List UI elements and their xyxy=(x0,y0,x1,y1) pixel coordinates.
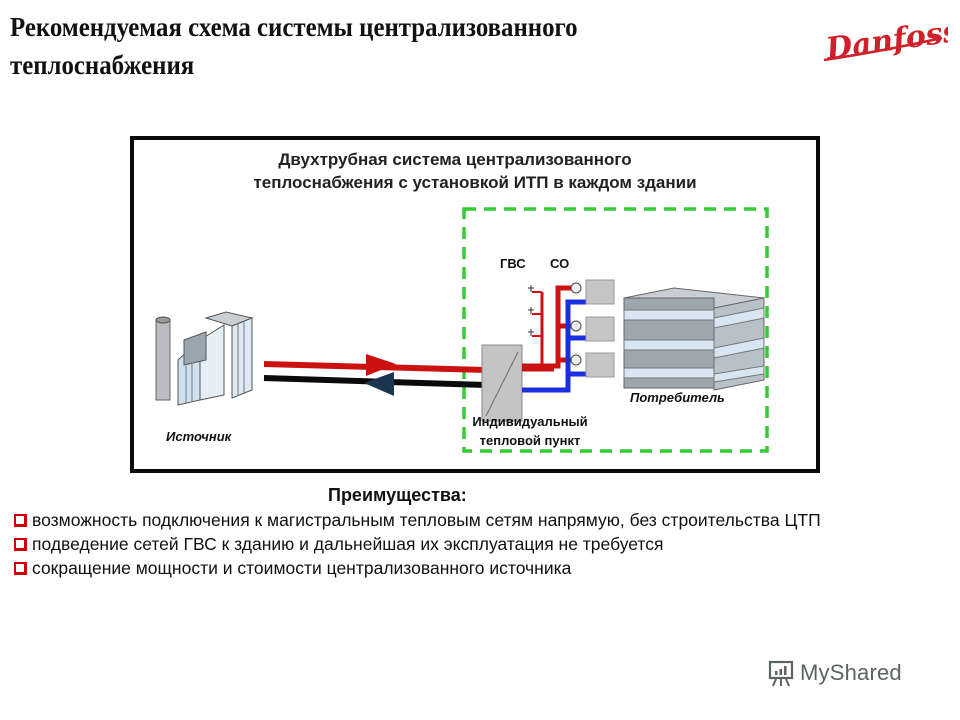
advantage-text: сокращение мощности и стоимости централи… xyxy=(32,558,572,578)
watermark: MyShared xyxy=(766,658,902,688)
diagram-title-line1: Двухтрубная система централизованного xyxy=(278,150,632,169)
dhw-label: ГВС xyxy=(500,256,526,271)
itp-label-line2: тепловой пункт xyxy=(479,433,581,448)
supply-arrow-icon xyxy=(366,354,396,376)
dhw-riser xyxy=(522,285,554,372)
advantages-section: Преимущества: возможность подключения к … xyxy=(14,482,912,580)
consumer-label: Потребитель xyxy=(630,390,725,405)
heat-source-plant-icon xyxy=(155,311,254,406)
checkbox-bullet-icon xyxy=(14,538,27,551)
advantage-text: возможность подключения к магистральным … xyxy=(32,510,821,530)
advantages-list: возможность подключения к магистральным … xyxy=(14,508,912,580)
advantages-title: Преимущества: xyxy=(328,485,467,505)
checkbox-bullet-icon xyxy=(14,514,27,527)
heating-system-label: СО xyxy=(550,256,570,271)
danfoss-logo: Danfoss xyxy=(823,14,948,67)
diagram-title: Двухтрубная система централизованного те… xyxy=(134,148,816,194)
heat-exchanger-icon xyxy=(481,344,523,422)
itp-label: Индивидуальный тепловой пункт xyxy=(460,412,600,450)
advantage-item: сокращение мощности и стоимости централи… xyxy=(14,556,912,580)
presentation-board-icon xyxy=(768,660,794,687)
itp-label-line1: Индивидуальный xyxy=(472,414,588,429)
consumer-building-icon xyxy=(623,287,765,391)
watermark-text: MyShared xyxy=(800,660,902,685)
source-label: Источник xyxy=(166,429,232,444)
return-arrow-icon xyxy=(364,372,394,396)
diagram-title-line2: теплоснабжения с установкой ИТП в каждом… xyxy=(253,173,697,192)
slide-title: Рекомендуемая схема системы централизова… xyxy=(10,12,578,80)
pump-icon xyxy=(570,282,582,366)
diagram-graphics xyxy=(155,207,769,453)
advantage-text: подведение сетей ГВС к зданию и дальнейш… xyxy=(32,534,664,554)
radiator-icon xyxy=(585,279,615,378)
checkbox-bullet-icon xyxy=(14,562,27,575)
building-zone-border xyxy=(462,207,769,453)
diagram-frame: Двухтрубная система централизованного те… xyxy=(130,136,820,473)
advantage-item: возможность подключения к магистральным … xyxy=(14,508,912,532)
advantage-item: подведение сетей ГВС к зданию и дальнейш… xyxy=(14,532,912,556)
